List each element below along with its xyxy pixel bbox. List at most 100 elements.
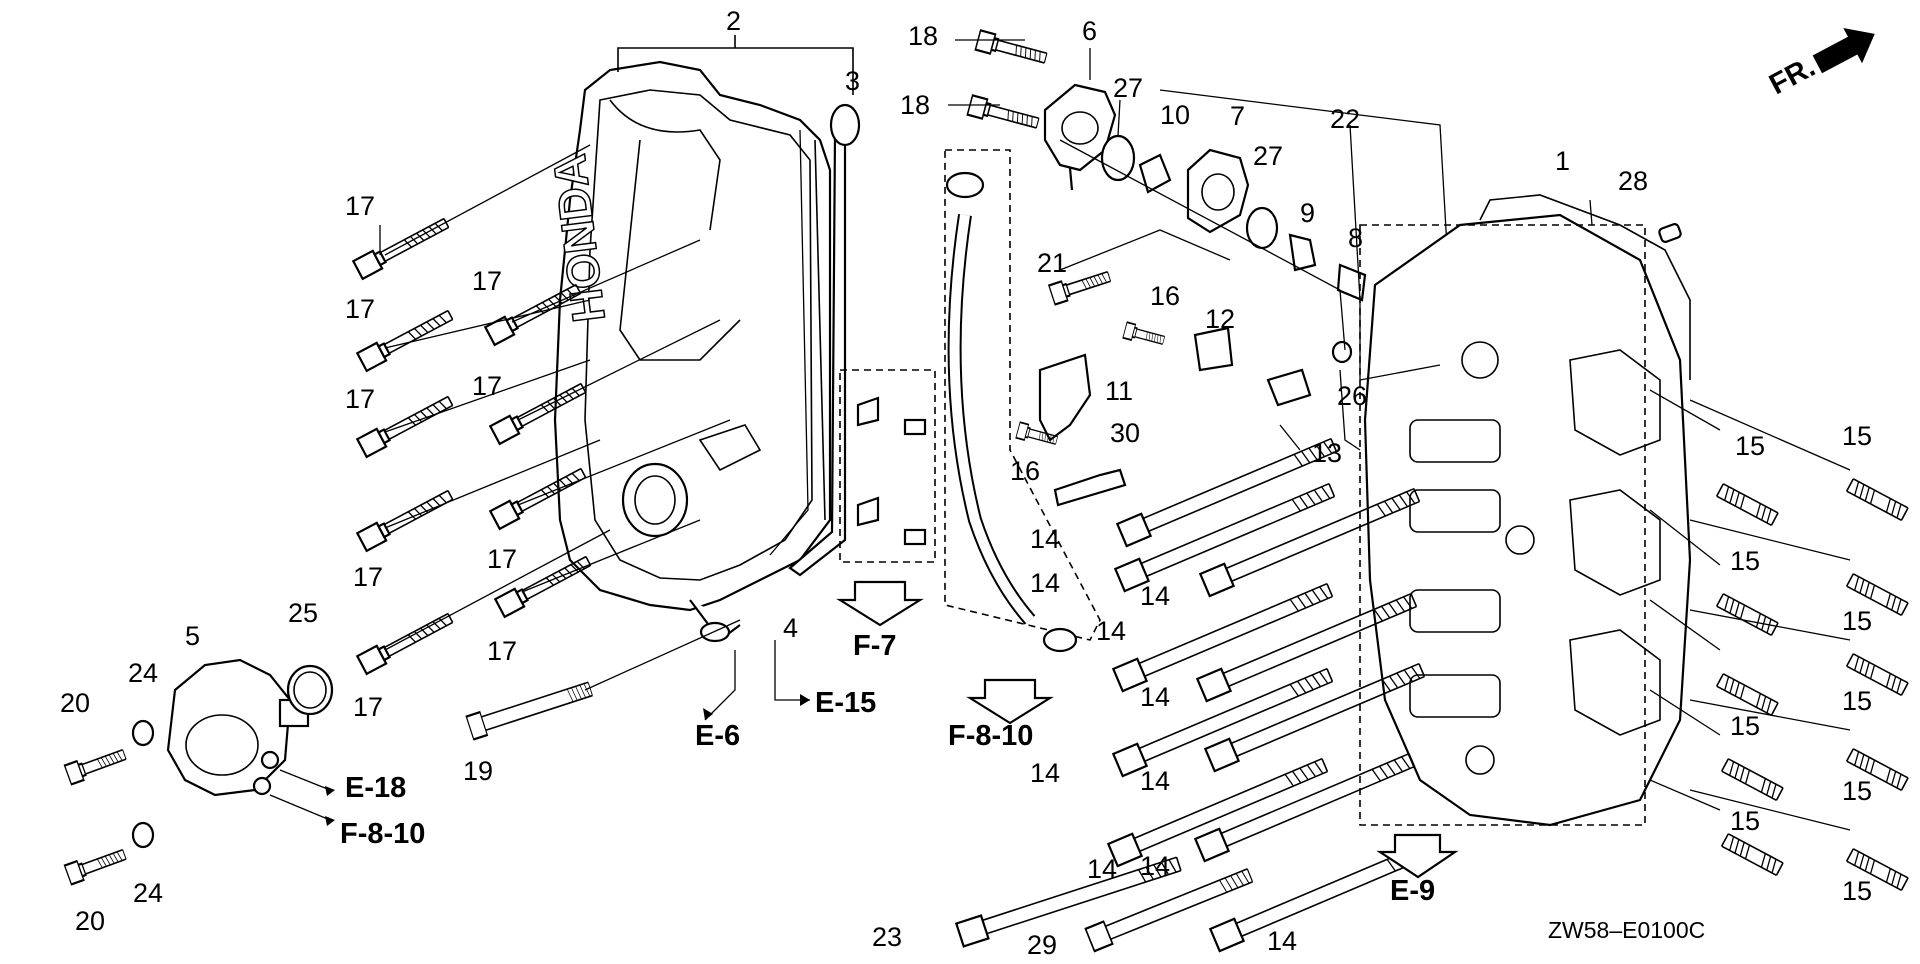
svg-text:14: 14 <box>1030 568 1060 598</box>
diagram-code: ZW58–E0100C <box>1548 917 1705 943</box>
svg-text:15: 15 <box>1730 711 1760 741</box>
svg-text:16: 16 <box>1010 456 1040 486</box>
svg-text:25: 25 <box>288 598 318 628</box>
spark-plug-30 <box>1053 468 1127 507</box>
sensor-9 <box>1288 233 1317 272</box>
washer-24b <box>131 821 155 849</box>
switch-13 <box>1266 368 1312 407</box>
svg-text:7: 7 <box>1230 101 1245 131</box>
svg-text:21: 21 <box>1037 248 1067 278</box>
svg-text:9: 9 <box>1300 198 1315 228</box>
grommet-part-3 <box>829 103 861 147</box>
svg-text:14: 14 <box>1030 524 1060 554</box>
svg-text:3: 3 <box>845 66 860 96</box>
bolt-18a <box>974 29 1050 69</box>
cylinder-head-1 <box>1359 194 1692 827</box>
spring-8 <box>1336 263 1367 302</box>
bracket-11 <box>1038 353 1092 442</box>
ref-e18: E-18 <box>345 772 406 804</box>
svg-text:1: 1 <box>1555 146 1570 176</box>
svg-text:17: 17 <box>345 191 375 221</box>
svg-text:15: 15 <box>1730 806 1760 836</box>
svg-text:8: 8 <box>1348 223 1363 253</box>
svg-text:17: 17 <box>345 294 375 324</box>
svg-text:17: 17 <box>345 384 375 414</box>
svg-text:17: 17 <box>487 544 517 574</box>
svg-text:17: 17 <box>487 636 517 666</box>
svg-text:22: 22 <box>1330 104 1360 134</box>
cylinder-head-cover: HONDA <box>542 60 832 643</box>
svg-text:13: 13 <box>1312 438 1342 468</box>
svg-text:18: 18 <box>908 21 938 51</box>
thermostat-cover-6 <box>1043 83 1117 191</box>
svg-text:14: 14 <box>1140 766 1170 796</box>
svg-text:24: 24 <box>133 878 163 908</box>
svg-text:14: 14 <box>1140 682 1170 712</box>
svg-text:15: 15 <box>1842 606 1872 636</box>
o-ring-27a <box>1100 134 1136 182</box>
svg-text:17: 17 <box>353 562 383 592</box>
front-arrow <box>1812 27 1875 74</box>
svg-text:18: 18 <box>900 90 930 120</box>
svg-text:14: 14 <box>1030 758 1060 788</box>
svg-text:29: 29 <box>1027 930 1057 959</box>
svg-text:15: 15 <box>1730 546 1760 576</box>
washer-24a <box>131 719 155 747</box>
dowel-28 <box>1658 223 1682 243</box>
svg-text:17: 17 <box>472 371 502 401</box>
svg-text:5: 5 <box>185 621 200 651</box>
svg-text:14: 14 <box>1140 581 1170 611</box>
svg-text:23: 23 <box>872 922 902 952</box>
ref-f810-pump: F-8-10 <box>340 818 425 850</box>
svg-text:28: 28 <box>1618 166 1648 196</box>
svg-text:17: 17 <box>472 266 502 296</box>
svg-text:27: 27 <box>1113 73 1143 103</box>
svg-text:15: 15 <box>1842 421 1872 451</box>
svg-text:4: 4 <box>783 613 798 643</box>
ref-f7: F-7 <box>853 630 897 662</box>
svg-text:15: 15 <box>1842 876 1872 906</box>
callout-labels: 2 3 4 5 6 7 8 9 10 11 12 13 1 16 16 18 1… <box>60 6 1872 960</box>
svg-text:15: 15 <box>1842 776 1872 806</box>
svg-text:20: 20 <box>60 688 90 718</box>
ref-f810-hose: F-8-10 <box>948 720 1033 752</box>
bolt-19 <box>465 676 596 741</box>
bolt-18b <box>966 94 1042 134</box>
svg-text:16: 16 <box>1150 281 1180 311</box>
hose-box <box>944 149 1101 641</box>
svg-text:14: 14 <box>1267 926 1297 956</box>
clip-12 <box>1193 326 1234 372</box>
ref-e9: E-9 <box>1390 875 1435 907</box>
svg-text:14: 14 <box>1087 854 1117 884</box>
spring-10 <box>1138 153 1172 194</box>
pump-assembly-5 <box>166 658 310 797</box>
thermostat-housing-7 <box>1186 148 1250 234</box>
bolt-16a <box>1122 321 1167 349</box>
svg-text:12: 12 <box>1205 304 1235 334</box>
arrow-f7 <box>836 580 924 627</box>
arrow-e9 <box>1376 833 1459 879</box>
svg-text:15: 15 <box>1735 431 1765 461</box>
svg-text:20: 20 <box>75 906 105 936</box>
ref-e15: E-15 <box>815 687 876 719</box>
washer-26 <box>1331 340 1353 364</box>
svg-text:14: 14 <box>1096 616 1126 646</box>
arrow-f810 <box>966 678 1054 725</box>
svg-text:2: 2 <box>726 6 741 36</box>
svg-text:19: 19 <box>463 756 493 786</box>
svg-text:17: 17 <box>353 692 383 722</box>
svg-text:26: 26 <box>1337 381 1367 411</box>
svg-text:6: 6 <box>1082 16 1097 46</box>
bolt-20a <box>63 744 129 786</box>
svg-text:15: 15 <box>1842 686 1872 716</box>
svg-text:14: 14 <box>1140 851 1170 881</box>
svg-text:11: 11 <box>1105 376 1133 406</box>
front-label: FR. <box>1764 51 1820 101</box>
svg-text:24: 24 <box>128 658 158 688</box>
ref-e6: E-6 <box>695 720 740 752</box>
reference-labels: E-6 E-15 E-18 F-8-10 F-7 F-8-10 E-9 FR. … <box>340 51 1821 943</box>
svg-text:30: 30 <box>1110 418 1140 448</box>
bolt-20b <box>63 844 129 886</box>
